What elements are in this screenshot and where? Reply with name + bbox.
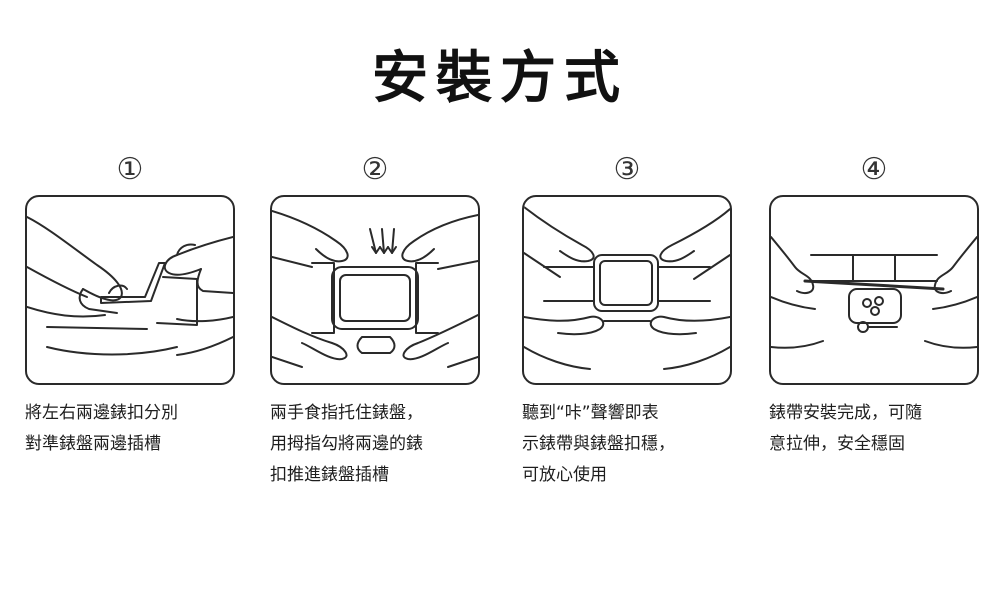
description-line: 聽到“咔”聲響即表 [522,403,659,423]
step-number: ② [361,152,389,187]
step-number: ④ [860,152,888,187]
page-title: 安裝方式 [372,46,628,111]
hands-push-buckle-illustration [272,210,478,368]
description-line: 對準錶盤兩邊插槽 [25,434,161,454]
description-line: 兩手食指托住錶盤， [270,403,423,423]
hands-stretch-band-illustration [771,236,977,349]
step-description: 錶帶安裝完成，可隨 意拉伸，安全穩固 [769,398,994,460]
step-number: ① [116,152,144,187]
description-line: 將左右兩邊錶扣分別 [25,403,178,423]
step-illustration [270,195,480,385]
description-line: 示錶帶與錶盤扣穩， [522,434,675,454]
hands-align-buckle-illustration [27,216,233,356]
step-illustration [25,195,235,385]
description-line: 用拇指勾將兩邊的錶 [270,434,423,454]
step-illustration [769,195,979,385]
step-description: 聽到“咔”聲響即表 示錶帶與錶盤扣穩， 可放心使用 [522,398,747,491]
hands-hold-watch-illustration [524,206,730,370]
step-description: 將左右兩邊錶扣分別 對準錶盤兩邊插槽 [25,398,250,460]
description-line: 錶帶安裝完成，可隨 [769,403,922,423]
step-description: 兩手食指托住錶盤， 用拇指勾將兩邊的錶 扣推進錶盤插槽 [270,398,495,491]
step-number: ③ [613,152,641,187]
step-illustration [522,195,732,385]
description-line: 扣推進錶盤插槽 [270,465,389,485]
description-line: 可放心使用 [522,465,607,485]
description-line: 意拉伸，安全穩固 [769,434,905,454]
